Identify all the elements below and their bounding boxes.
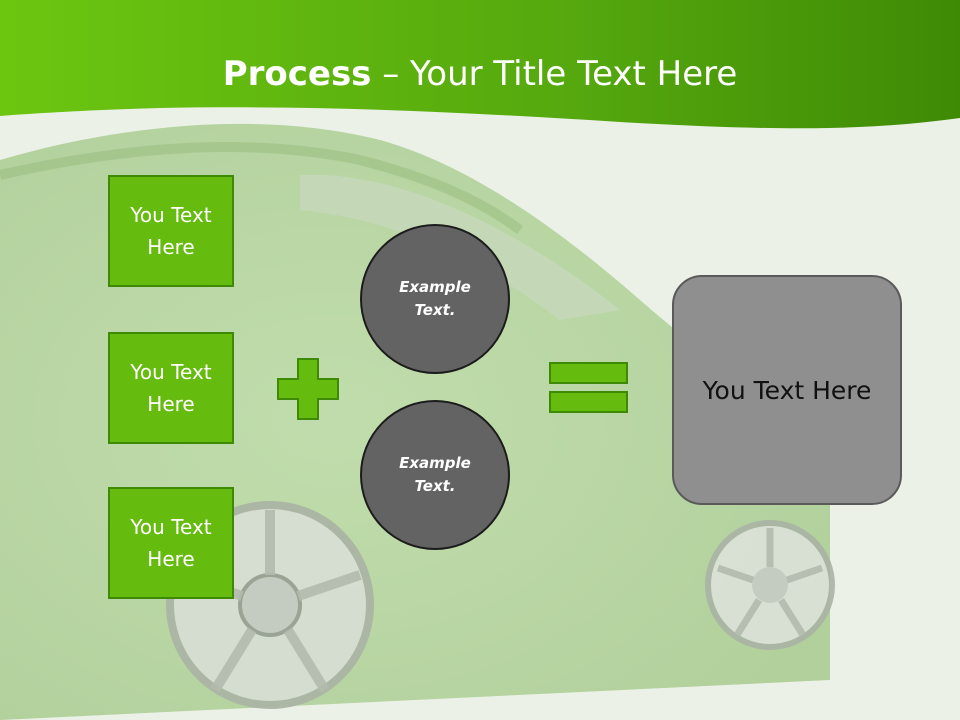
text-box-label: You Text Here (130, 203, 212, 259)
title-rest: – Your Title Text Here (371, 54, 738, 94)
title-bold-part: Process (222, 54, 372, 94)
text-box-3: You Text Here (108, 487, 234, 599)
circle-label: Example Text. (399, 278, 471, 319)
text-box-2: You Text Here (108, 332, 234, 444)
text-box-1: You Text Here (108, 175, 234, 287)
text-box-label: You Text Here (130, 515, 212, 571)
slide-title: Process – Your Title Text Here (0, 52, 960, 96)
equals-icon (549, 362, 628, 413)
example-circle-1: Example Text. (360, 224, 510, 374)
plus-icon (277, 358, 339, 420)
result-label: You Text Here (702, 375, 872, 405)
circle-label: Example Text. (399, 454, 471, 495)
example-circle-2: Example Text. (360, 400, 510, 550)
text-box-label: You Text Here (130, 360, 212, 416)
result-box: You Text Here (672, 275, 902, 505)
